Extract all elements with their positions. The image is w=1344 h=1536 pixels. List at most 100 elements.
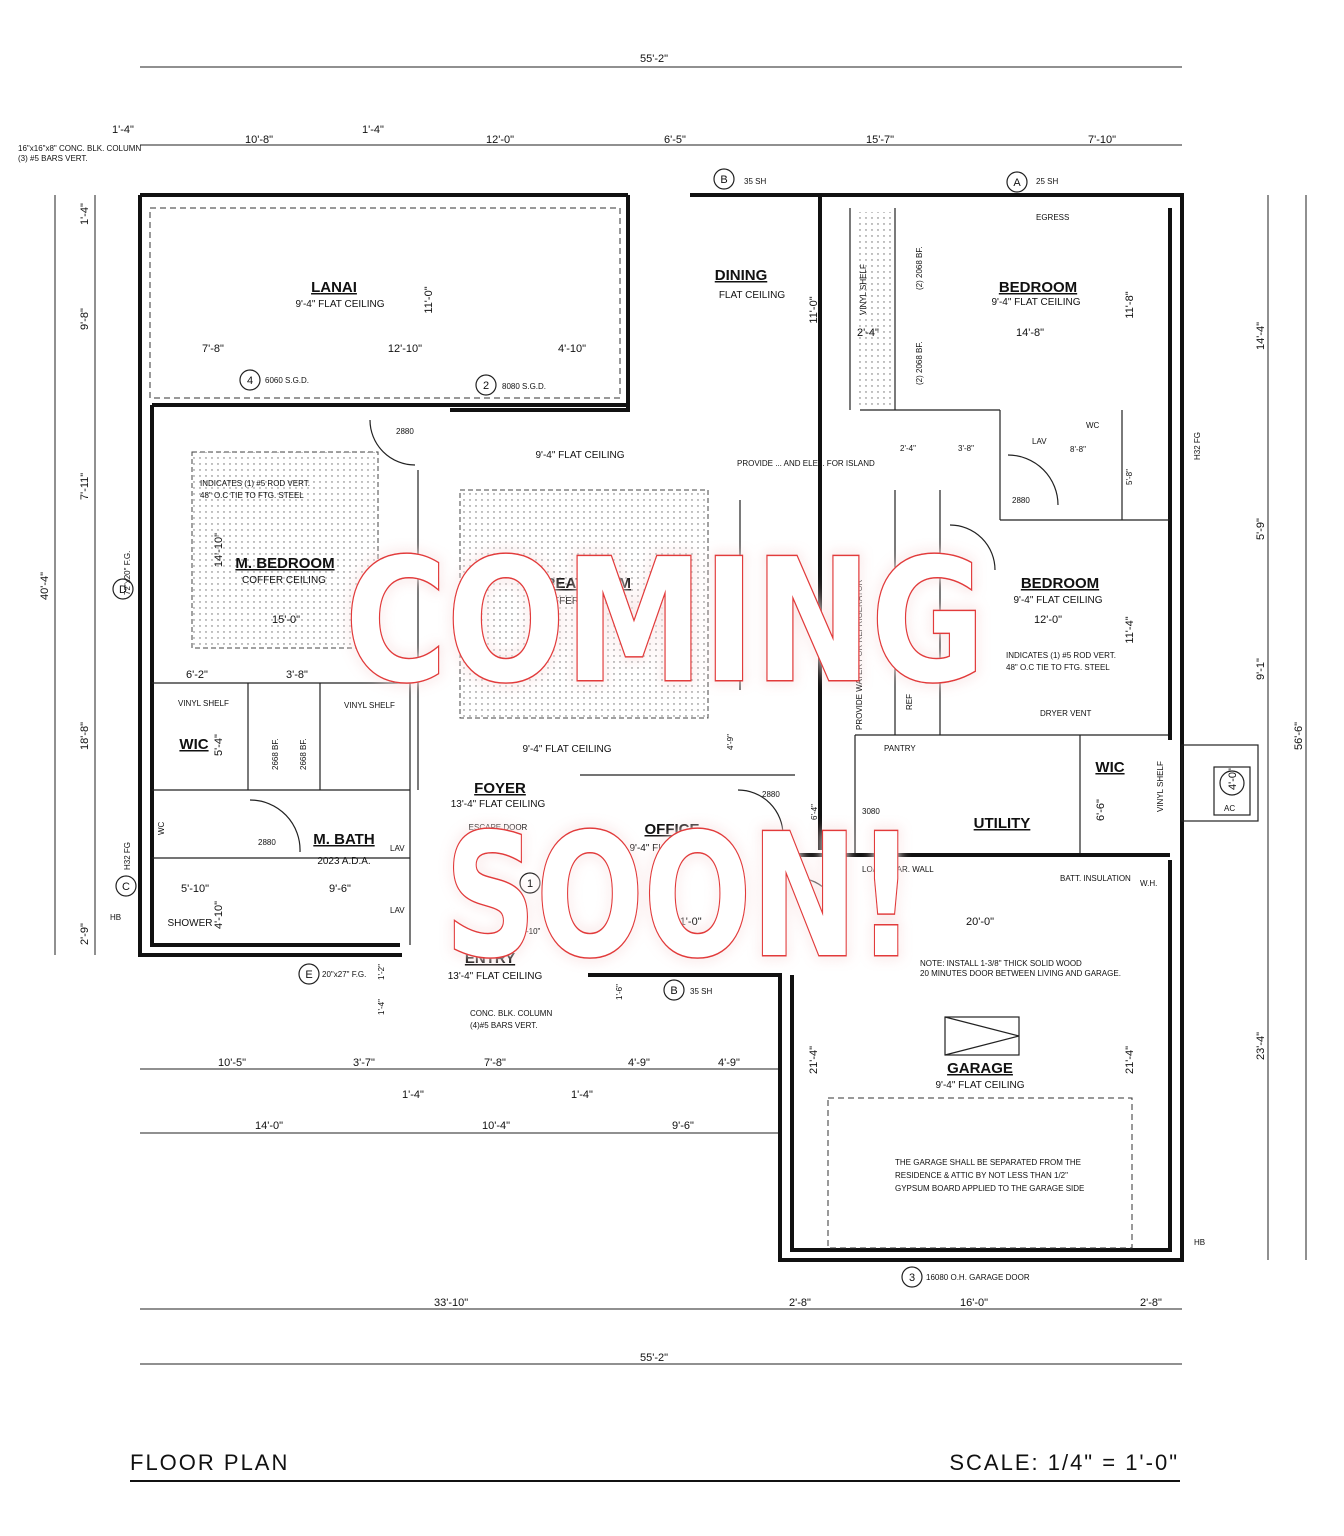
top-dim-7: 7'-10" xyxy=(1088,134,1116,146)
h32-label-2: H32 FG xyxy=(1193,432,1202,460)
hall-ceiling-2: 9'-4" FLAT CEILING xyxy=(522,744,611,755)
bottom-dim-9: 10'-4" xyxy=(482,1120,510,1132)
marker-a-label: A xyxy=(1013,177,1021,189)
master-dim-1: 15'-0" xyxy=(272,614,300,626)
drawing-title: FLOOR PLAN xyxy=(130,1450,290,1475)
vinyl-shelf-4: VINYL SHELF xyxy=(1156,761,1165,812)
door-2880-2: 2880 xyxy=(1012,496,1030,505)
load-bear-label: LOAD BEAR. WALL xyxy=(862,865,934,874)
garage-symbol xyxy=(944,1016,1020,1056)
shower-dim-2: 4'-10" xyxy=(213,901,225,929)
right-dim-4: 23'-4" xyxy=(1255,1032,1267,1060)
dryer-vent-label: DRYER VENT xyxy=(1040,709,1092,718)
master-bath-ada: 2023 A.D.A. xyxy=(317,856,370,867)
water-heater-label: W.H. xyxy=(1140,879,1157,888)
left-dim-2: 9'-8" xyxy=(79,308,91,330)
lav-label-2: LAV xyxy=(390,844,405,853)
vinyl-shelf-1: VINYL SHELF xyxy=(178,699,229,708)
window-a-sh: 25 SH xyxy=(1036,177,1058,186)
left-dim-5: 2'-9" xyxy=(79,923,91,945)
hose-bib-2: HB xyxy=(1194,1238,1205,1247)
top-dim-6: 15'-7" xyxy=(866,134,894,146)
marker-3 xyxy=(901,1266,923,1288)
drawing-scale: SCALE: 1/4" = 1'-0" xyxy=(949,1450,1179,1475)
room-master-bath: M. BATH xyxy=(313,831,374,848)
ref-label: REF xyxy=(905,694,914,710)
garage-dim-1: 20'-0" xyxy=(966,916,994,928)
greatroom-coffer-area xyxy=(459,489,709,719)
marker-e xyxy=(298,963,320,985)
bedroom-2-dim-2: 11'-4" xyxy=(1124,616,1136,643)
master-dim-2: 14'-10" xyxy=(213,533,225,567)
lanai-dim-3: 4'-10" xyxy=(558,343,586,355)
misc-dim-10: 1'-6" xyxy=(615,984,624,1000)
garage-note-3: GYPSUM BOARD APPLIED TO THE GARAGE SIDE xyxy=(895,1184,1084,1193)
sgd-1-label: 6060 S.G.D. xyxy=(265,376,309,385)
office-ceiling: 9'-4" FLAT CEILING xyxy=(629,843,718,854)
bottom-dim-3: 7'-8" xyxy=(484,1057,506,1069)
top-dim-1: 1'-4" xyxy=(112,124,134,136)
door-2880-4: 2880 xyxy=(762,790,780,799)
marker-1-label: 1 xyxy=(527,878,533,890)
misc-dim-2: 3'-8" xyxy=(958,444,974,453)
bottom-dim-6: 1'-4" xyxy=(402,1089,424,1101)
coming-soon-watermark: COMING SOON! xyxy=(344,522,987,998)
ac-label: AC xyxy=(1224,804,1235,813)
watermark-line-2: SOON! xyxy=(445,798,915,996)
wc-label-1: WC xyxy=(157,821,166,835)
misc-dim-8: 1'-2" xyxy=(377,964,386,980)
shower-dim-1: 5'-10" xyxy=(181,883,209,895)
egress-label: EGRESS xyxy=(1036,213,1069,222)
top-dim-3: 1'-4" xyxy=(362,124,384,136)
bedroom-1-dim-2: 11'-8" xyxy=(1124,291,1136,318)
footer-rule xyxy=(130,1480,1180,1482)
room-shower: SHOWER xyxy=(168,918,213,929)
bottom-dim-10: 9'-6" xyxy=(672,1120,694,1132)
rod-note: INDICATES (1) #5 ROD VERT. xyxy=(200,479,310,488)
hose-bib-1: HB xyxy=(110,913,121,922)
master-coffer-area xyxy=(191,451,379,649)
bottom-dim-12: 2'-8" xyxy=(789,1297,811,1309)
top-dim-4: 12'-0" xyxy=(486,134,514,146)
misc-dim-3: 5'-8" xyxy=(1125,469,1134,485)
room-lanai: LANAI xyxy=(311,279,357,296)
garage-dim-3: 21'-4" xyxy=(1124,1046,1136,1074)
greatroom-dim-2: 9'-6" xyxy=(724,594,736,616)
column-note: 16"x16"x8" CONC. BLK. COLUMN xyxy=(18,144,141,153)
vinyl-shelf-3: VINYL SHELF xyxy=(859,264,868,315)
markers: B A D C E B 4 2 3 1 xyxy=(112,168,1028,1288)
garage-note: THE GARAGE SHALL BE SEPARATED FROM THE xyxy=(895,1158,1081,1167)
room-wic-2: WIC xyxy=(1095,759,1124,776)
marker-4 xyxy=(239,369,261,391)
bottom-dim-7: 1'-4" xyxy=(571,1089,593,1101)
window-b2-sh: 35 SH xyxy=(690,987,712,996)
exterior-walls xyxy=(138,193,1259,1262)
bottom-dim-1: 10'-5" xyxy=(218,1057,246,1069)
bf-2068-1: (2) 2068 BF. xyxy=(915,246,924,290)
vinyl-shelf-2: VINYL SHELF xyxy=(344,701,395,710)
wc-label-2: WC xyxy=(1086,421,1100,430)
marker-c xyxy=(115,875,137,897)
closet-stipple xyxy=(855,212,893,407)
room-bedroom-2: BEDROOM xyxy=(1021,575,1099,592)
bottom-dim-13: 16'-0" xyxy=(960,1297,988,1309)
misc-dim-5: 4'-9" xyxy=(726,734,735,750)
office-dim: 11'-0" xyxy=(674,916,701,928)
right-dim-5: 4'-0" xyxy=(1227,768,1239,790)
bottom-dim-11: 33'-10" xyxy=(434,1297,468,1309)
door-2880-3: 2880 xyxy=(258,838,276,847)
top-dim-2: 10'-8" xyxy=(245,134,273,146)
bath-dim: 8'-8" xyxy=(1070,445,1086,454)
bottom-dim-14: 2'-8" xyxy=(1140,1297,1162,1309)
marker-b-bottom xyxy=(663,979,685,1001)
lanai-ceiling: 9'-4" FLAT CEILING xyxy=(295,299,384,310)
wic-2-dim: 6'-6" xyxy=(1095,799,1107,821)
batt-insulation-label: BATT. INSULATION xyxy=(1060,874,1131,883)
window-e-size: 20"x27" F.G. xyxy=(322,970,366,979)
right-dim-1: 14'-4" xyxy=(1255,322,1267,350)
rod-note-2: 48" O.C TIE TO FTG. STEEL xyxy=(200,491,304,500)
bedroom-2-ceiling: 9'-4" FLAT CEILING xyxy=(1013,595,1102,606)
room-dining: DINING xyxy=(715,267,768,284)
greatroom-ceiling: COFFER CEILING xyxy=(538,596,622,607)
pantry-label: PANTRY xyxy=(884,744,916,753)
